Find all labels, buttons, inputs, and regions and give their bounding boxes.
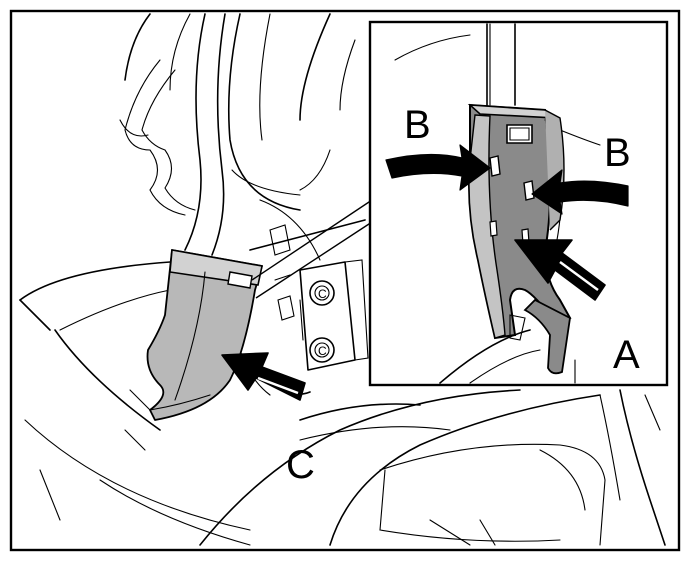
label-c: C bbox=[286, 443, 315, 487]
clip-b-left-arrow bbox=[385, 144, 491, 191]
lower-terminal-label: C bbox=[318, 344, 327, 358]
label-b-right: B bbox=[604, 131, 631, 175]
cover-part bbox=[146, 249, 263, 421]
connector-block: C C bbox=[299, 259, 369, 371]
clip-b-right-arrow bbox=[531, 169, 629, 215]
detail-inset: B B A bbox=[368, 20, 669, 387]
label-a: A bbox=[613, 333, 640, 377]
background-linework bbox=[19, 13, 666, 546]
part-a-push-arrow bbox=[514, 239, 606, 301]
cover-push-arrow bbox=[221, 352, 306, 401]
upper-terminal-label: C bbox=[318, 287, 327, 301]
leader-lines bbox=[251, 199, 373, 299]
label-b-left: B bbox=[404, 103, 431, 147]
